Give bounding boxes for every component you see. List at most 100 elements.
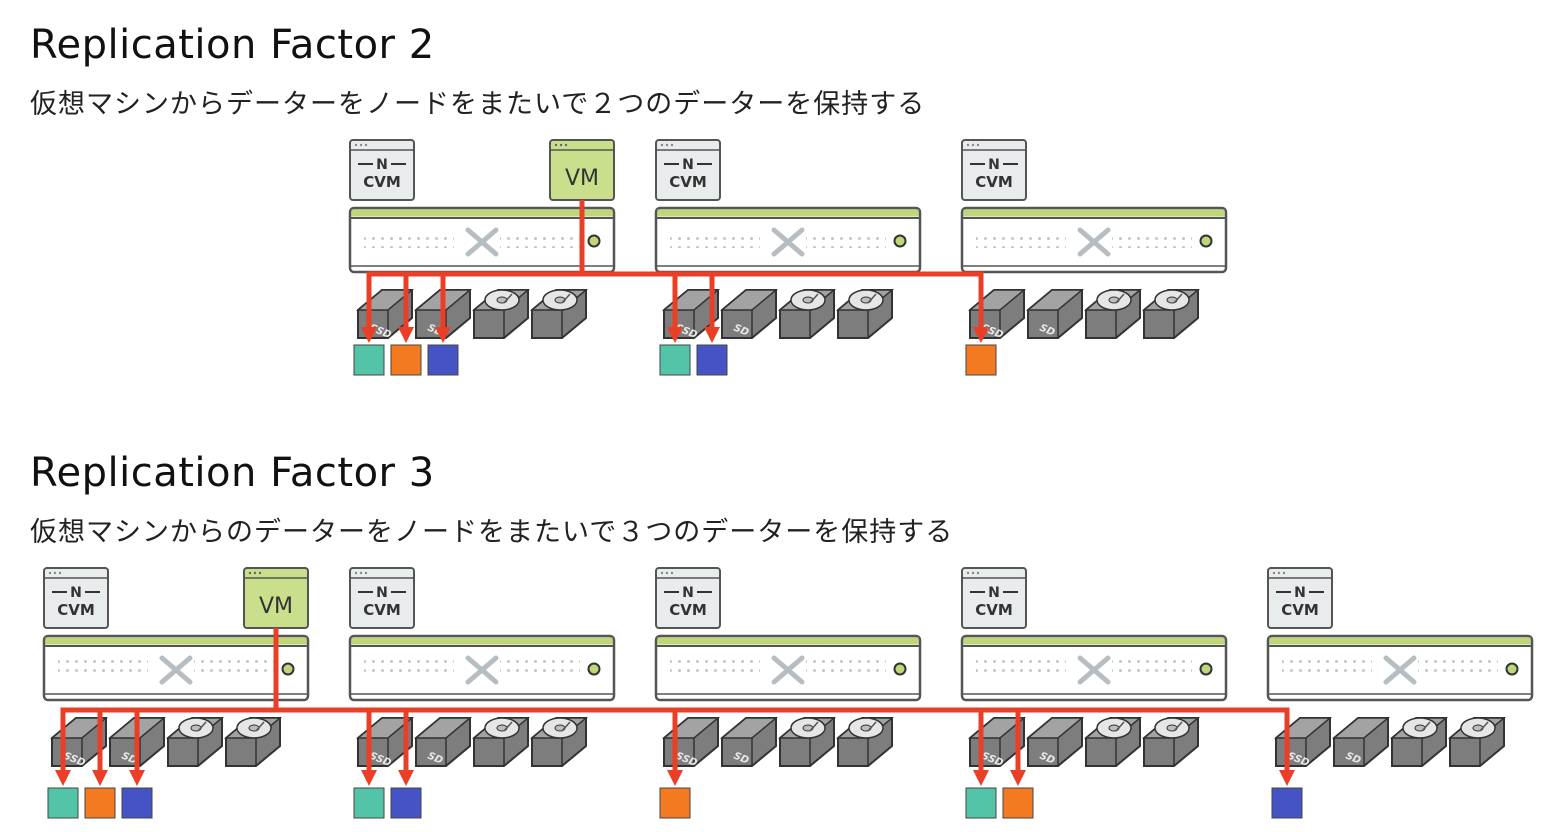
ssd-drive-icon: SD [1025, 717, 1085, 767]
drive-label: SD [732, 323, 751, 339]
section-subtitle-rf2: 仮想マシンからデーターをノードをまたいで２つのデーターを保持する [30, 89, 926, 120]
hdd-drive-icon [835, 717, 895, 767]
server-chassis [1266, 634, 1534, 702]
cvm-node-letter: N [1294, 585, 1306, 601]
cvm-label: CVM [57, 601, 95, 619]
drive-label: SD [426, 751, 445, 767]
nutanix-logo-icon [465, 227, 499, 257]
hdd-drive-icon [1141, 289, 1201, 339]
cvm-node-letter: N [682, 585, 694, 601]
arrow-head-icon [973, 770, 989, 786]
data-block-teal [965, 787, 997, 819]
ssd-drive-icon: SD [413, 717, 473, 767]
arrow-head-icon [361, 327, 377, 343]
nutanix-logo-icon [159, 655, 193, 685]
data-block-orange [84, 787, 116, 819]
arrow-head-icon [704, 327, 720, 343]
arrow-head-icon [1010, 770, 1026, 786]
data-block-teal [353, 344, 385, 376]
nutanix-logo-icon [1077, 655, 1111, 685]
server-chassis [960, 206, 1228, 274]
server-chassis [348, 206, 616, 274]
hdd-drive-icon [471, 717, 531, 767]
arrow-head-icon [55, 770, 71, 786]
drive-label: SD [1038, 323, 1057, 339]
data-block-orange [390, 344, 422, 376]
drive-label: SD [1038, 751, 1057, 767]
arrow-head-icon [667, 327, 683, 343]
replication-arrow [92, 710, 108, 786]
cvm-node-letter: N [988, 585, 1000, 601]
replication-arrow [973, 274, 989, 343]
nutanix-logo-icon [1077, 227, 1111, 257]
data-block-teal [47, 787, 79, 819]
replication-arrow [398, 710, 414, 786]
cvm-label: CVM [363, 173, 401, 191]
section-subtitle-rf3: 仮想マシンからのデーターをノードをまたいで３つのデーターを保持する [30, 517, 954, 548]
nutanix-logo-icon [1383, 655, 1417, 685]
cvm-label: CVM [1281, 601, 1319, 619]
replication-lines-0 [361, 200, 989, 343]
data-block-blue [696, 344, 728, 376]
hdd-drive-icon [1389, 717, 1449, 767]
arrow-head-icon [435, 327, 451, 343]
replication-arrow [361, 710, 377, 786]
section-title-rf3: Replication Factor 3 [30, 450, 435, 496]
cvm-label: CVM [975, 601, 1013, 619]
server-chassis [42, 634, 310, 702]
drive-label: SD [732, 751, 751, 767]
drive-label: SD [1344, 751, 1363, 767]
arrow-head-icon [973, 327, 989, 343]
nutanix-logo-icon [771, 227, 805, 257]
cvm-node-letter: N [70, 585, 82, 601]
data-block-blue [1271, 787, 1303, 819]
ssd-drive-icon: SD [1025, 289, 1085, 339]
replication-arrow [667, 274, 683, 343]
data-block-orange [659, 787, 691, 819]
server-chassis [654, 206, 922, 274]
arrow-head-icon [92, 770, 108, 786]
arrow-head-icon [398, 770, 414, 786]
hdd-drive-icon [529, 717, 589, 767]
replication-arrow [704, 274, 720, 343]
replication-arrow [1010, 710, 1026, 786]
drive-label: SD [120, 751, 139, 767]
hdd-drive-icon [1447, 717, 1507, 767]
hdd-drive-icon [1083, 717, 1143, 767]
vm-label: VM [565, 166, 599, 191]
cvm-node-letter: N [376, 157, 388, 173]
nutanix-logo-icon [771, 655, 805, 685]
cvm-node-letter: N [376, 585, 388, 601]
data-block-teal [353, 787, 385, 819]
hdd-drive-icon [835, 289, 895, 339]
arrow-head-icon [1279, 770, 1295, 786]
cvm-label: CVM [669, 173, 707, 191]
server-chassis [348, 634, 616, 702]
server-chassis [654, 634, 922, 702]
power-led-icon [587, 662, 601, 676]
vm-box: VM [549, 139, 615, 201]
replication-arrow [398, 274, 414, 343]
power-led-icon [1199, 234, 1213, 248]
replication-arrow [973, 710, 989, 786]
power-led-icon [281, 662, 295, 676]
replication-arrow [129, 710, 145, 786]
